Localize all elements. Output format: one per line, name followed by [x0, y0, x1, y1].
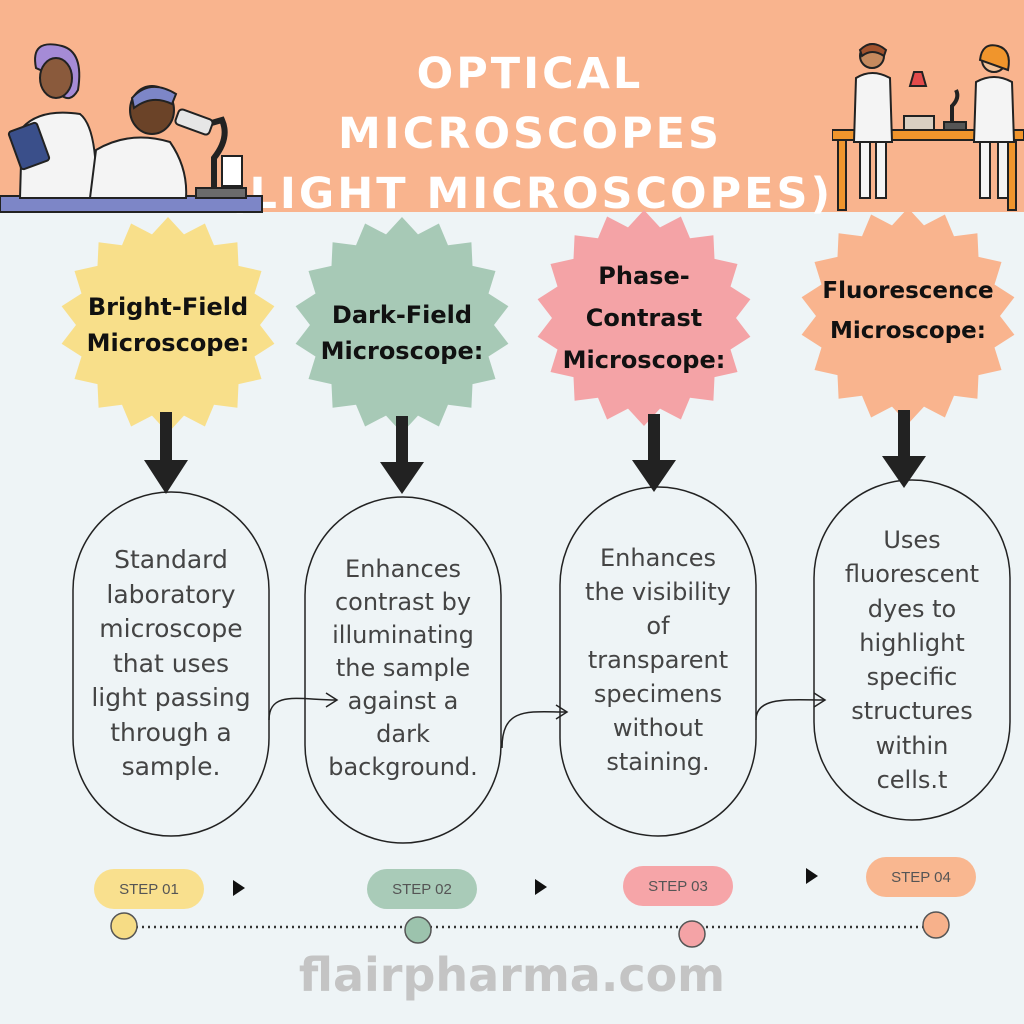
description-line: sample.	[121, 752, 221, 781]
description-line: within	[875, 731, 949, 760]
description-line: dyes to	[867, 594, 957, 623]
description-line: staining.	[606, 748, 710, 776]
title-line-1: OPTICAL	[416, 49, 644, 99]
page-title: OPTICAL MICROSCOPES (LIGHT MICROSCOPES)	[220, 44, 840, 224]
description-line: laboratory	[106, 579, 236, 609]
step-badge-02: STEP 02	[367, 869, 477, 909]
down-arrow-icon	[632, 414, 676, 492]
title-line-3: (LIGHT MICROSCOPES)	[226, 169, 834, 219]
name-line: Fluorescence	[822, 278, 994, 304]
timeline-dot	[404, 916, 432, 944]
description-line: dark	[376, 720, 430, 748]
step-badge-04: STEP 04	[866, 857, 976, 897]
connector-arrow-icon	[268, 692, 827, 749]
scientists-microscope-illustration	[0, 43, 263, 213]
footer-website: flairpharma.com	[298, 948, 726, 1002]
description-line: light passing	[91, 683, 251, 712]
description-line: transparent	[587, 646, 729, 674]
title-line-2: MICROSCOPES	[338, 109, 722, 159]
name-line: Microscope:	[320, 337, 484, 365]
burst-shape	[61, 217, 275, 433]
description-line: structures	[851, 697, 973, 726]
description-capsule	[304, 496, 502, 844]
description-line: of	[646, 612, 670, 640]
name-line: Bright-Field	[87, 293, 249, 321]
description-line: fluorescent	[844, 560, 980, 589]
timeline-dot	[922, 911, 950, 939]
down-arrow-icon	[882, 410, 926, 488]
step-badge-01: STEP 01	[94, 869, 204, 909]
description-line: Enhances	[600, 544, 716, 572]
description-line: specimens	[593, 680, 723, 708]
description-fluorescence: Uses fluorescent dyes to highlight speci…	[814, 523, 1010, 797]
play-arrow-icon	[233, 880, 245, 896]
description-capsule	[559, 486, 757, 837]
description-bright-field: Standard laboratory microscope that uses…	[73, 543, 269, 785]
description-phase-contrast: Enhances the visibility of transparent s…	[560, 541, 756, 779]
description-line: the sample	[335, 654, 471, 682]
timeline-dot	[678, 920, 706, 948]
play-arrow-icon	[535, 879, 547, 895]
step-badge-03: STEP 03	[623, 866, 733, 906]
down-arrow-icon	[144, 412, 188, 494]
lab-bench-illustration	[832, 43, 1024, 211]
description-line: through a	[110, 717, 232, 747]
description-capsule	[72, 491, 270, 837]
description-line: without	[612, 714, 704, 742]
timeline-dot	[110, 912, 138, 940]
description-line: Standard	[114, 545, 228, 574]
description-line: the visibility	[585, 578, 731, 606]
name-line: Microscope:	[830, 318, 986, 344]
description-line: cells.t	[876, 766, 948, 795]
play-arrow-icon	[806, 868, 818, 884]
description-line: highlight	[859, 628, 965, 657]
description-line: specific	[866, 663, 958, 692]
description-dark-field: Enhances contrast by illuminating the sa…	[305, 553, 501, 784]
description-line: that uses	[113, 648, 229, 678]
description-line: illuminating	[332, 621, 474, 649]
description-line: against a	[347, 687, 459, 715]
name-line: Dark-Field	[331, 301, 473, 329]
name-line: Contrast	[585, 304, 703, 332]
name-line: Microscope:	[86, 329, 250, 357]
description-capsule	[813, 479, 1011, 821]
name-line: Microscope:	[562, 346, 726, 374]
description-line: Uses	[883, 526, 941, 554]
description-line: background.	[328, 753, 478, 781]
description-line: Enhances	[345, 555, 461, 583]
burst-shape	[801, 208, 1015, 424]
down-arrow-icon	[380, 416, 424, 494]
description-line: microscope	[99, 614, 243, 643]
burst-shape	[295, 217, 509, 433]
name-line: Phase-	[598, 262, 690, 290]
description-line: contrast by	[334, 588, 472, 616]
burst-shape	[537, 210, 751, 426]
